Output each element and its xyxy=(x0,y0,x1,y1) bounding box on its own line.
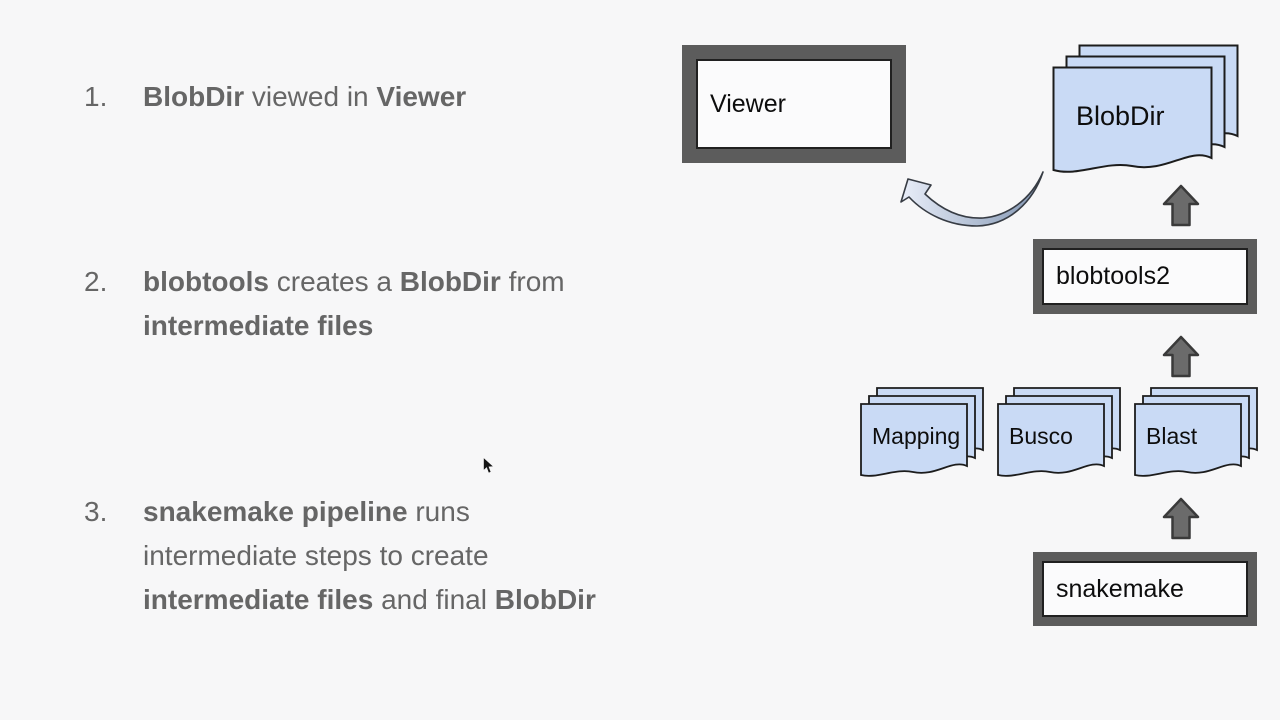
blobtools2-app-box: blobtools2 xyxy=(1033,239,1257,314)
blobdir-file-stack: BlobDir xyxy=(1052,44,1240,180)
mapping-file-stack: Mapping xyxy=(860,387,986,485)
document-shape xyxy=(1134,403,1242,477)
mouse-cursor-icon xyxy=(483,457,495,474)
list-item-1: 1. BlobDir viewed in Viewer xyxy=(84,75,466,119)
snakemake-app-box: snakemake xyxy=(1033,552,1257,626)
blast-file-stack: Blast xyxy=(1134,387,1260,485)
list-item-number: 1. xyxy=(84,81,108,112)
blobdir-label: BlobDir xyxy=(1076,100,1165,131)
blast-label: Blast xyxy=(1146,422,1198,449)
list-item-number: 3. xyxy=(84,496,108,527)
viewer-label: Viewer xyxy=(710,89,786,118)
up-arrow-icon xyxy=(1162,497,1200,540)
document-shape xyxy=(997,403,1105,477)
blobtools2-label: blobtools2 xyxy=(1056,262,1170,290)
blobtools2-box-inner: blobtools2 xyxy=(1042,248,1248,305)
snakemake-label: snakemake xyxy=(1056,574,1184,603)
list-item-text: BlobDir viewed in Viewer xyxy=(143,81,467,112)
mapping-label: Mapping xyxy=(872,422,961,449)
viewer-app-box: Viewer xyxy=(682,45,906,163)
snakemake-box-inner: snakemake xyxy=(1042,561,1248,617)
curved-arrow-icon xyxy=(900,171,1044,227)
document-shape xyxy=(1052,66,1213,173)
document-shape xyxy=(860,403,968,477)
up-arrow-icon xyxy=(1162,184,1200,227)
up-arrow-icon xyxy=(1162,335,1200,378)
busco-file-stack: Busco xyxy=(997,387,1123,485)
busco-label: Busco xyxy=(1009,422,1073,449)
viewer-box-inner: Viewer xyxy=(696,59,892,149)
list-item-number: 2. xyxy=(84,266,108,297)
